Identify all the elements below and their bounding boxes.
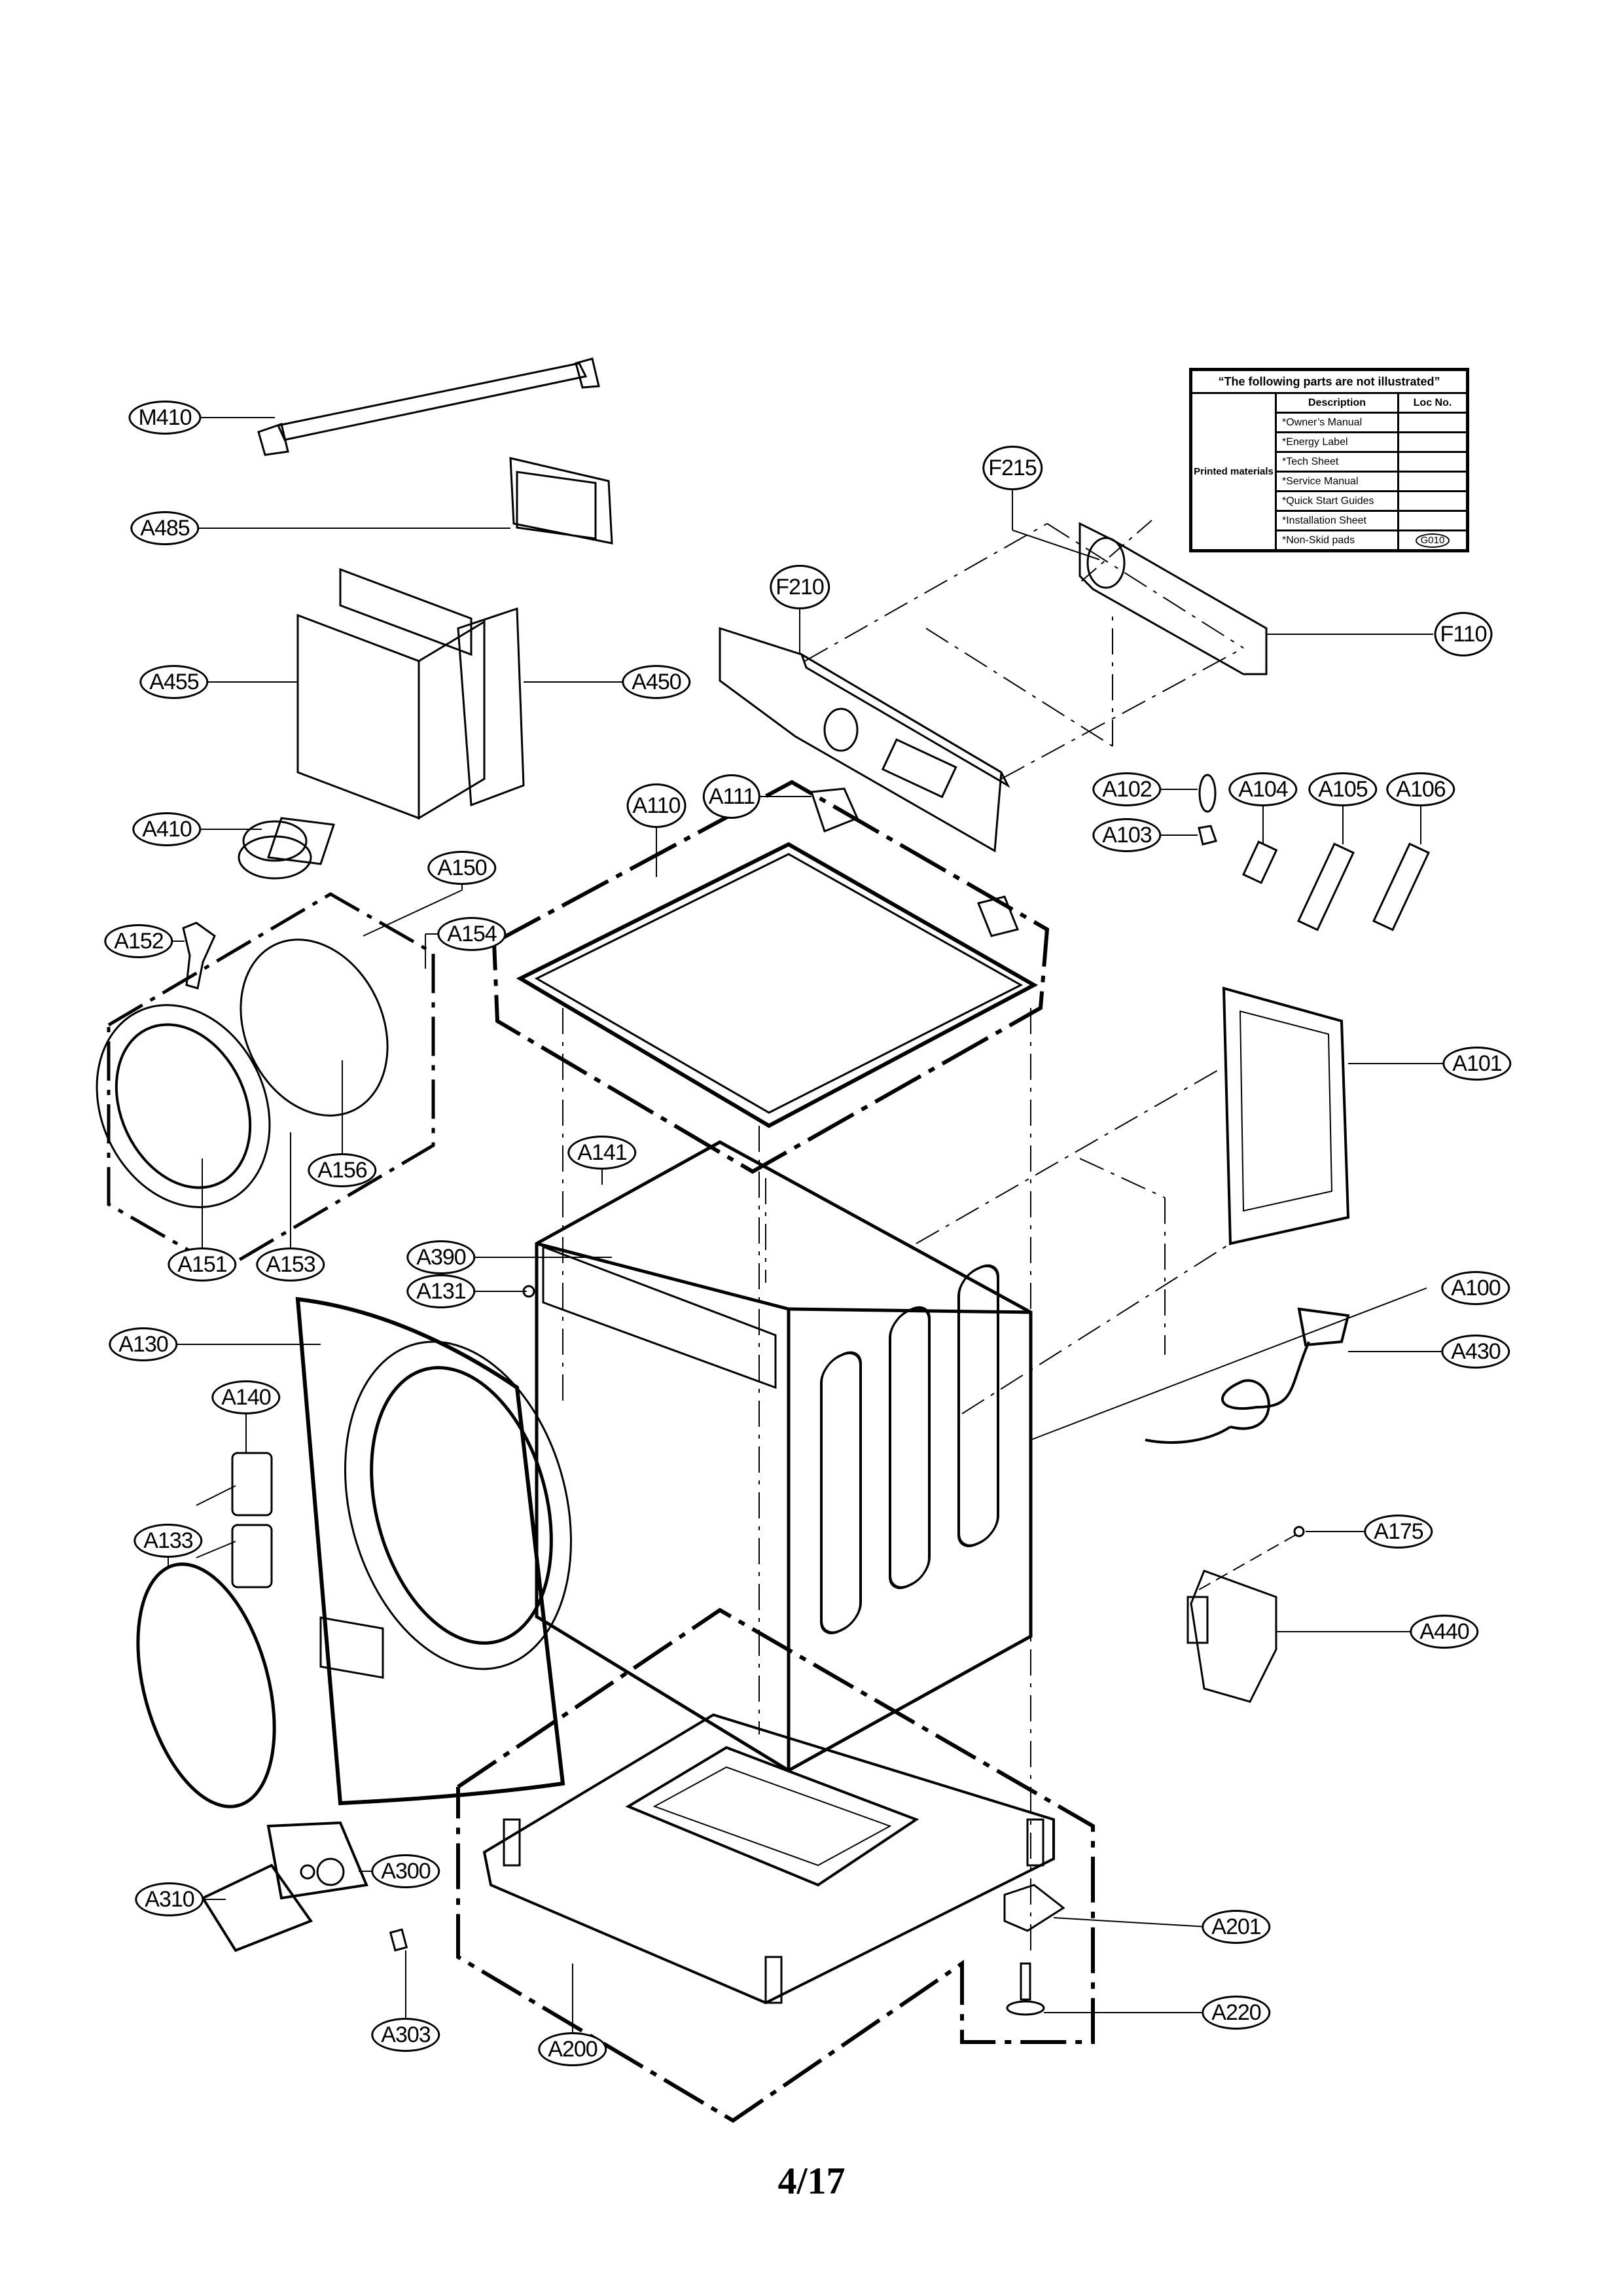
projection-lines-vertical: [562, 1008, 1031, 1950]
callout-a153: A153: [256, 1247, 325, 1282]
callout-a102: A102: [1092, 772, 1162, 806]
row-description: *Service Manual: [1275, 471, 1399, 492]
callout-a175: A175: [1364, 1515, 1433, 1549]
part-a300-a310-filter-cover: [196, 1821, 378, 1952]
table-row: *Energy Label: [1191, 431, 1469, 453]
callout-a152: A152: [104, 924, 173, 958]
part-a110-top-cover: [491, 780, 1050, 1174]
callout-a200: A200: [538, 2032, 607, 2066]
loc-badge: G010: [1415, 533, 1450, 548]
callout-a390: A390: [406, 1240, 476, 1274]
part-a101-back-cover: [1222, 986, 1448, 1246]
row-description: *Energy Label: [1275, 431, 1399, 453]
part-a410-sensor: [196, 817, 336, 880]
part-a303-plug: [389, 1928, 408, 2022]
row-loc-no: [1397, 471, 1469, 492]
part-a150-door-assembly: [96, 880, 463, 1272]
table-title: “The following parts are not illustrated…: [1190, 368, 1469, 394]
header-description: Description: [1275, 392, 1399, 414]
group-label: Printed materials: [1190, 392, 1277, 552]
callout-a440: A440: [1410, 1615, 1479, 1649]
row-loc-no: [1397, 510, 1469, 531]
callout-a111: A111: [702, 774, 761, 819]
part-f210-control-panel: [719, 600, 1010, 853]
table-row: *Service Manual: [1191, 471, 1469, 492]
part-a201-a220-leg: [1003, 1884, 1208, 2016]
part-a200-base: [456, 1607, 1095, 2123]
part-a390-front-bracket: [467, 1166, 777, 1390]
page-number: 4/17: [777, 2159, 846, 2202]
callout-a410: A410: [132, 812, 202, 846]
part-a133-door-gasket-wire: [136, 1554, 276, 1808]
callout-a150: A150: [427, 851, 497, 885]
callout-a100: A100: [1441, 1271, 1510, 1305]
callout-m410: M410: [128, 401, 202, 435]
table-row: *Owner’s Manual: [1191, 412, 1469, 433]
callout-a141: A141: [567, 1136, 637, 1170]
callout-a110: A110: [626, 783, 687, 828]
callout-f110: F110: [1434, 612, 1493, 656]
part-a102-a106-dampers: [1158, 774, 1430, 931]
table-row: *Installation Sheet: [1191, 510, 1469, 531]
row-loc-no: [1397, 412, 1469, 433]
callout-a156: A156: [308, 1153, 377, 1187]
part-f110-pcb: [1079, 522, 1433, 675]
table-row: *Quick Start Guides: [1191, 490, 1469, 512]
part-a440-door-lock: [1186, 1570, 1414, 1703]
callout-a450: A450: [622, 665, 691, 699]
callout-a133: A133: [134, 1524, 203, 1558]
callout-a303: A303: [371, 2018, 440, 2052]
callout-a485: A485: [130, 511, 200, 545]
callout-a154: A154: [437, 917, 507, 951]
callout-f215: F215: [982, 446, 1043, 490]
projection-lines-panel: [804, 523, 1244, 780]
callout-a430: A430: [1441, 1335, 1510, 1369]
row-description: *Owner’s Manual: [1275, 412, 1399, 433]
row-description: *Installation Sheet: [1275, 510, 1399, 531]
row-loc-no: [1397, 451, 1469, 473]
callout-a103: A103: [1092, 818, 1162, 852]
callout-a105: A105: [1308, 772, 1378, 806]
row-loc-no: [1397, 431, 1469, 453]
header-loc-no: Loc No.: [1397, 392, 1469, 414]
part-m410-bracket: [193, 357, 600, 456]
not-illustrated-parts-table: “The following parts are not illustrated…: [1189, 368, 1469, 552]
callout-a201: A201: [1202, 1910, 1271, 1944]
callout-a130: A130: [109, 1327, 178, 1361]
part-a140-hinges: [196, 1410, 273, 1588]
row-loc-no: [1397, 490, 1469, 512]
callout-a310: A310: [135, 1882, 204, 1916]
part-a175-screw: [1197, 1526, 1371, 1591]
part-a430-power-cord: [1145, 1307, 1448, 1444]
table-row: *Non-Skid pads G010: [1191, 529, 1469, 552]
part-a130-door: [171, 1297, 573, 1806]
row-description: *Tech Sheet: [1275, 451, 1399, 473]
table-row: *Tech Sheet: [1191, 451, 1469, 473]
row-description: *Quick Start Guides: [1275, 490, 1399, 512]
callout-a455: A455: [139, 665, 209, 699]
callout-a106: A106: [1386, 772, 1455, 806]
part-a100-cabinet: [535, 1140, 1427, 1772]
part-a485-box: [193, 457, 613, 545]
callout-a140: A140: [211, 1380, 281, 1414]
row-loc-no: G010: [1397, 529, 1469, 552]
callout-a220: A220: [1202, 1996, 1271, 2030]
part-a450-a455-pcb: [203, 567, 628, 820]
callout-a101: A101: [1442, 1047, 1512, 1081]
part-f215-knob: [1012, 481, 1152, 583]
callout-a104: A104: [1228, 772, 1298, 806]
part-a152-hinge: [167, 922, 216, 990]
projection-lines-back: [916, 1066, 1231, 1414]
callout-a151: A151: [168, 1247, 237, 1282]
callout-f210: F210: [770, 565, 830, 609]
callout-a131: A131: [406, 1274, 476, 1308]
row-description: *Non-Skid pads: [1275, 529, 1399, 552]
callout-a300: A300: [371, 1854, 440, 1888]
